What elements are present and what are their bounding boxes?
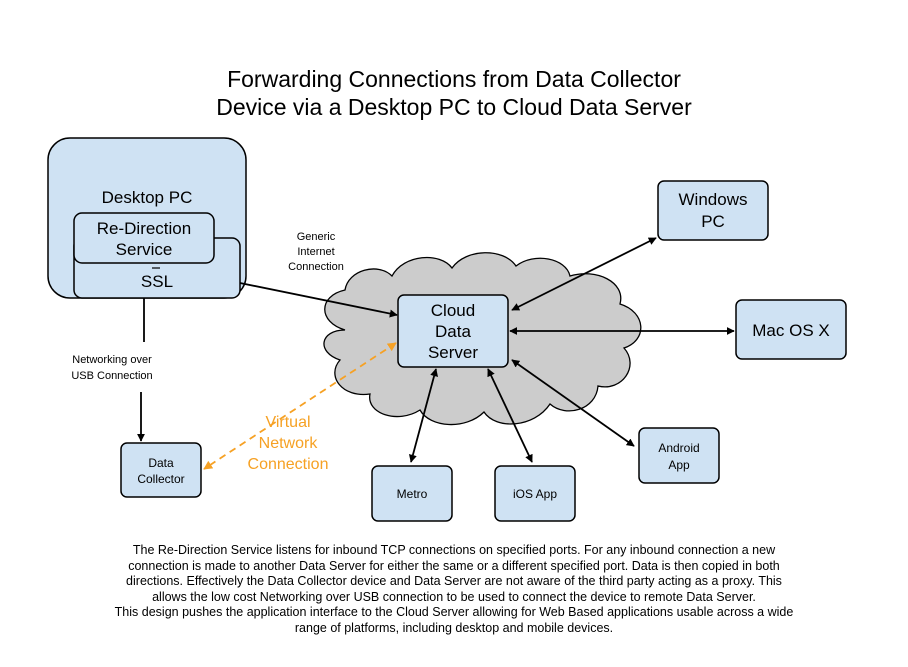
windows-label-line-2: PC (701, 212, 725, 231)
usb-label-line-1: Networking over (72, 354, 152, 366)
metro-connection-arrow (409, 368, 438, 463)
description-paragraph-1: The Re-Direction Service listens for inb… (126, 543, 782, 604)
generic-internet-arrow (239, 282, 398, 318)
android-app-box (638, 427, 720, 484)
cloud-data-server-box (397, 294, 509, 368)
cloud-label-line-2: Data (435, 322, 471, 341)
collector-label-line-1: Data (148, 456, 174, 470)
metro-box (371, 465, 453, 522)
generic-label-line-1: Generic (297, 231, 336, 243)
macos-label: Mac OS X (752, 321, 829, 340)
metro-label: Metro (397, 487, 428, 501)
virtual-label-line-3: Connection (248, 456, 329, 473)
redirection-label-line-1: Re-Direction (97, 219, 191, 238)
diagram-title-line-2: Device via a Desktop PC to Cloud Data Se… (216, 94, 692, 120)
generic-label-line-3: Connection (288, 261, 344, 273)
virtual-label-line-1: Virtual (265, 414, 310, 431)
windows-pc-box (657, 180, 769, 241)
ios-app-box (494, 465, 576, 522)
android-label-line-1: Android (658, 441, 699, 455)
description-text: The Re-Direction Service listens for inb… (110, 543, 798, 637)
ios-connection-arrow (487, 368, 533, 463)
usb-label-line-2: USB Connection (71, 370, 152, 382)
windows-label-line-1: Windows (679, 190, 748, 209)
description-paragraph-2: This design pushes the application inter… (114, 605, 794, 635)
desktop-pc-label: Desktop PC (102, 188, 193, 207)
windows-connection-arrow (511, 237, 657, 311)
ssl-label: SSL (141, 272, 173, 291)
data-collector-box (120, 442, 202, 498)
cloud-label-line-1: Cloud (431, 301, 475, 320)
android-label-line-2: App (668, 458, 690, 472)
redirection-label-line-2: Service (116, 240, 173, 259)
virtual-label-line-2: Network (259, 435, 319, 452)
virtual-network-arrow (203, 342, 397, 470)
mac-os-x-box (735, 299, 847, 360)
diagram-title-line-1: Forwarding Connections from Data Collect… (227, 66, 681, 92)
cloud-label-line-3: Server (428, 343, 478, 362)
ios-label: iOS App (513, 487, 557, 501)
generic-label-line-2: Internet (297, 246, 334, 258)
redirection-service-box (73, 212, 215, 264)
collector-label-line-2: Collector (137, 472, 184, 486)
